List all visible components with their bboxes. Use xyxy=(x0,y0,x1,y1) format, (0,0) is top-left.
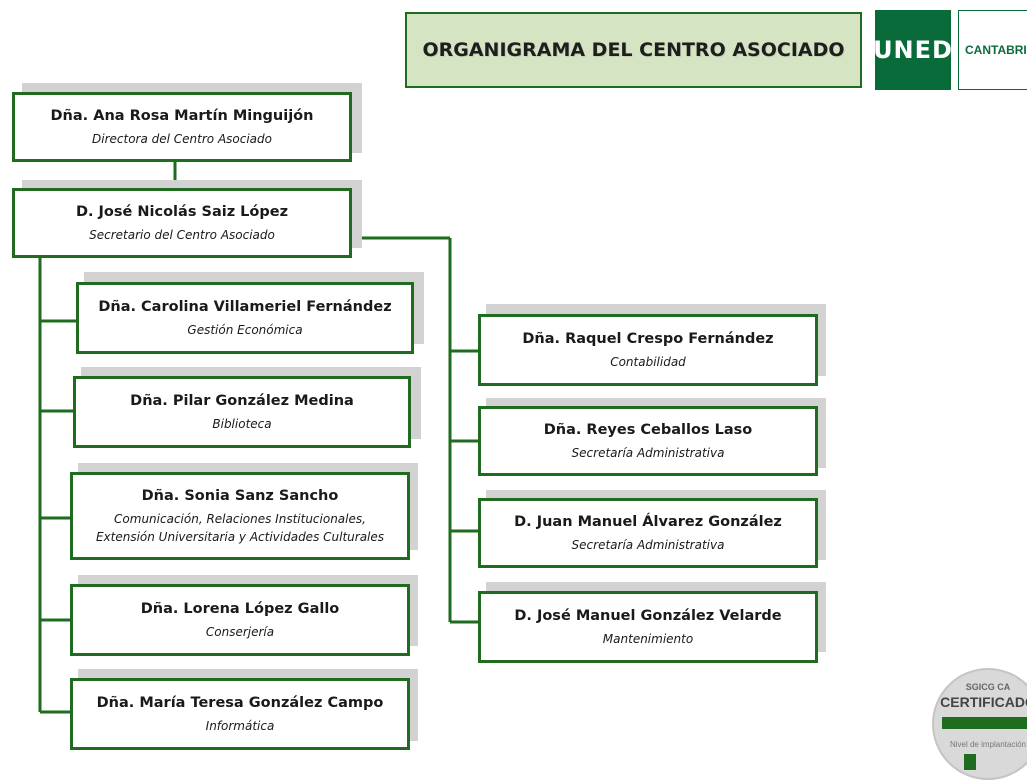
person-name: Dña. Sonia Sanz Sancho xyxy=(141,487,339,504)
person-name: Dña. Reyes Ceballos Laso xyxy=(543,421,753,438)
org-box-directora: Dña. Ana Rosa Martín Minguijón Directora… xyxy=(12,92,352,162)
person-role: Gestión Económica xyxy=(187,322,303,337)
badge-level-label: Nivel de implantación xyxy=(949,740,1027,749)
person-role: Directora del Centro Asociado xyxy=(92,131,272,146)
org-box-informatica: Dña. María Teresa González Campo Informá… xyxy=(70,678,410,750)
person-role: Mantenimiento xyxy=(602,631,694,646)
person-role: Conserjería xyxy=(205,624,275,639)
person-role: Informática xyxy=(205,718,275,733)
person-name: Dña. Lorena López Gallo xyxy=(140,600,340,617)
org-box-comunicacion: Dña. Sonia Sanz Sancho Comunicación, Rel… xyxy=(70,472,410,560)
org-box-mantenimiento: D. José Manuel González Velarde Mantenim… xyxy=(478,591,818,663)
badge-main-label: CERTIFICADO xyxy=(940,694,1027,710)
person-role: Secretaría Administrativa xyxy=(571,537,725,552)
org-box-secretario: D. José Nicolás Saiz López Secretario de… xyxy=(12,188,352,258)
person-name: D. José Manuel González Velarde xyxy=(514,607,782,624)
person-name: Dña. María Teresa González Campo xyxy=(96,694,384,711)
org-box-gestion-economica: Dña. Carolina Villameriel Fernández Gest… xyxy=(76,282,414,354)
person-role: Biblioteca xyxy=(212,416,272,431)
person-role: Secretario del Centro Asociado xyxy=(89,227,275,242)
person-role: Contabilidad xyxy=(610,354,686,369)
org-box-contabilidad: Dña. Raquel Crespo Fernández Contabilida… xyxy=(478,314,818,386)
cantabria-logo: CANTABRIA xyxy=(958,10,1027,90)
chart-title: ORGANIGRAMA DEL CENTRO ASOCIADO xyxy=(405,12,862,88)
person-role: Secretaría Administrativa xyxy=(571,445,725,460)
person-name: D. Juan Manuel Álvarez González xyxy=(514,513,782,530)
org-box-secretaria-2: D. Juan Manuel Álvarez González Secretar… xyxy=(478,498,818,568)
person-name: Dña. Pilar González Medina xyxy=(130,392,354,409)
certification-badge: SGICG CA CERTIFICADO Nivel de implantaci… xyxy=(932,668,1027,780)
person-name: Dña. Raquel Crespo Fernández xyxy=(522,330,774,347)
org-box-conserjeria: Dña. Lorena López Gallo Conserjería xyxy=(70,584,410,656)
person-role: Comunicación, Relaciones Institucionales… xyxy=(114,511,366,526)
org-box-secretaria-1: Dña. Reyes Ceballos Laso Secretaría Admi… xyxy=(478,406,818,476)
badge-uned-strip xyxy=(942,717,1027,729)
badge-top-label: SGICG CA xyxy=(965,682,1011,692)
person-name: Dña. Ana Rosa Martín Minguijón xyxy=(50,107,314,124)
person-role-line2: Extensión Universitaria y Actividades Cu… xyxy=(95,529,385,544)
uned-logo: UNED xyxy=(873,10,952,90)
person-name: D. José Nicolás Saiz López xyxy=(75,203,289,220)
badge-level-bar xyxy=(964,754,976,770)
org-box-biblioteca: Dña. Pilar González Medina Biblioteca xyxy=(73,376,411,448)
person-name: Dña. Carolina Villameriel Fernández xyxy=(98,298,392,315)
